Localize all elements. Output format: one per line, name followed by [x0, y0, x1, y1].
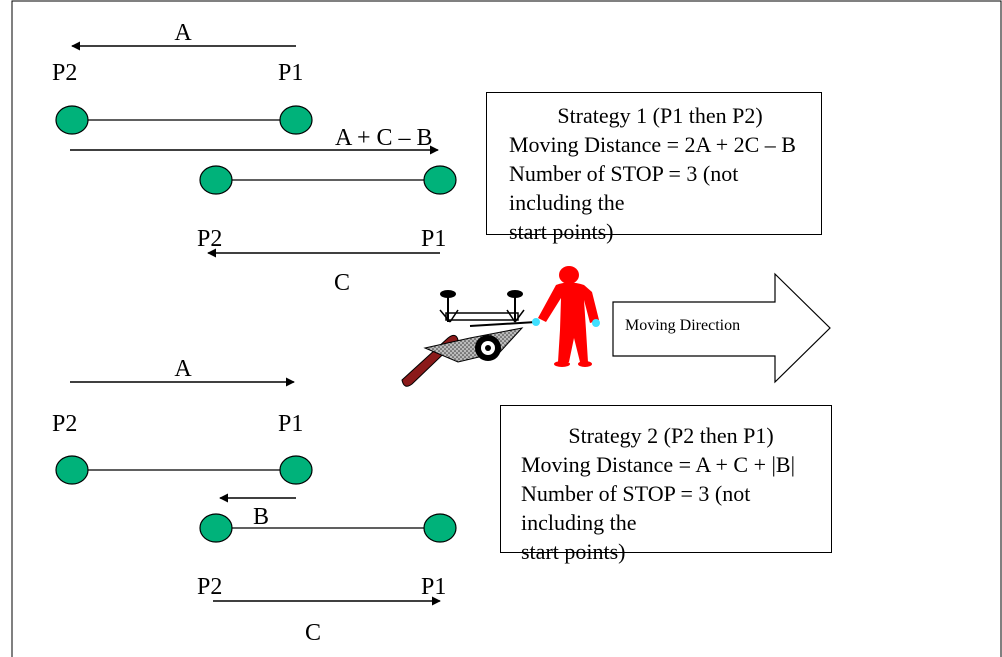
label-p2-top2: P2	[197, 226, 222, 252]
antenna-frame	[445, 312, 519, 321]
node-p1-bottom2	[423, 513, 457, 543]
label-p2-bottom1: P2	[52, 411, 77, 437]
moving-direction-label: Moving Direction	[625, 317, 740, 334]
antenna-right	[507, 290, 523, 298]
node-p2-bottom2	[199, 513, 233, 543]
node-p2-top1	[55, 105, 89, 135]
moving-direction-arrow	[612, 272, 831, 384]
label-a-plus-c-minus-b: A + C – B	[335, 125, 433, 151]
glove-right	[592, 319, 600, 327]
surveyor-figure	[532, 266, 600, 367]
label-p1-top2: P1	[421, 226, 446, 252]
label-p2-bottom2: P2	[197, 574, 222, 600]
outer-frame	[11, 0, 1002, 657]
label-p1-top1: P1	[278, 60, 303, 86]
surveyor-head	[559, 266, 579, 284]
label-c-top: C	[334, 270, 350, 296]
node-p1-top1	[279, 105, 313, 135]
label-p2-top1: P2	[52, 60, 77, 86]
label-p1-bottom1: P1	[278, 411, 303, 437]
cart-body	[423, 327, 524, 363]
strategy-1-stops-line2: start points)	[509, 219, 614, 244]
node-p2-bottom1	[55, 455, 89, 485]
strategy-2-stops-line1: Number of STOP = 3 (not including the	[521, 481, 751, 535]
strategy-2-distance: Moving Distance = A + C + |B|	[521, 452, 795, 477]
strategy-2-title: Strategy 2 (P2 then P1)	[568, 423, 774, 448]
strategy-1-title: Strategy 1 (P1 then P2)	[557, 103, 763, 128]
label-c-bottom: C	[305, 620, 321, 646]
strategy-2-box: Strategy 2 (P2 then P1) Moving Distance …	[500, 405, 832, 564]
label-a-bottom: A	[174, 356, 192, 382]
node-p2-top2	[199, 165, 233, 195]
surveyor-body	[538, 282, 599, 330]
glove-left	[532, 318, 540, 326]
node-p1-bottom1	[279, 455, 313, 485]
surveyor-legs	[558, 330, 588, 362]
strategy-1-box: Strategy 1 (P1 then P2) Moving Distance …	[486, 92, 822, 244]
node-p1-top2	[423, 165, 457, 195]
surveyor-cart-illustration	[401, 266, 600, 387]
label-a-top: A	[174, 20, 192, 46]
strategy-2-stops-line2: start points)	[521, 539, 626, 564]
strategy-1-distance: Moving Distance = 2A + 2C – B	[509, 132, 796, 157]
antenna-left	[440, 290, 456, 298]
label-p1-bottom2: P1	[421, 574, 446, 600]
label-b: B	[253, 504, 269, 530]
strategy-1-stops-line1: Number of STOP = 3 (not including the	[509, 161, 739, 215]
